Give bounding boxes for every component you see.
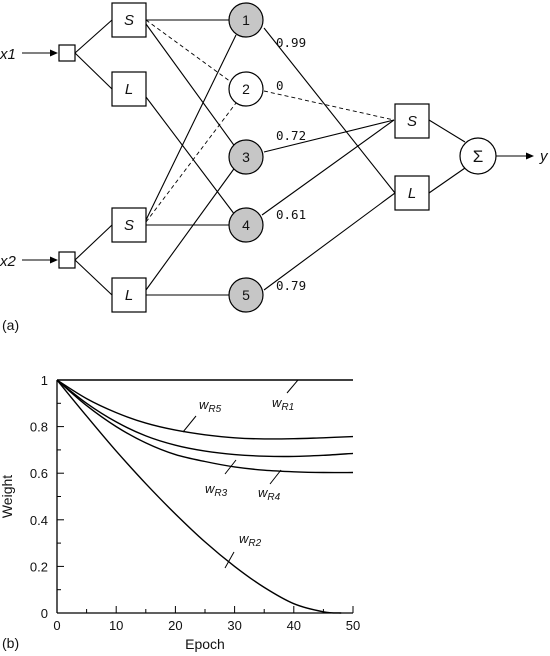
x-tick-label: 10 (109, 618, 123, 633)
output-to-sum-wires (428, 119, 534, 194)
rule-node-2: 2 (228, 71, 264, 107)
panel-a-label: (a) (2, 317, 19, 333)
series-label-wr5: wR5 (199, 397, 222, 415)
svg-text:4: 4 (242, 217, 250, 233)
rule-weight-1: 0.99 (276, 35, 306, 50)
input-mf-s-x2: S (111, 207, 147, 243)
panel-b-label: (b) (2, 635, 19, 651)
rule-node-4: 4 (228, 207, 264, 243)
output-mf-s: S (394, 103, 430, 139)
rule-node-5: 5 (228, 277, 264, 313)
output-mf-l: L (394, 175, 430, 211)
svg-text:S: S (124, 217, 134, 234)
chart-series (56, 379, 354, 614)
panel-a-network: S L S L 1 2 3 4 (0, 2, 549, 333)
input-arrows (22, 49, 58, 264)
series-leader-wr2 (224, 551, 235, 569)
input-to-mf-wires (74, 19, 113, 296)
x-tick-label: 40 (287, 618, 301, 633)
svg-text:S: S (407, 113, 417, 130)
svg-text:1: 1 (242, 12, 250, 28)
y-tick-label: 0.6 (30, 466, 48, 481)
x-tick-label: 0 (53, 618, 60, 633)
input-mf-s-x1: S (111, 2, 147, 38)
y-tick-label: 0.4 (30, 513, 48, 528)
y-axis-title: Weight (0, 475, 15, 518)
series-label-wr1: wR1 (272, 395, 294, 413)
svg-text:L: L (125, 81, 133, 98)
chart-series-labels: wR1 wR5 wR3 wR4 wR2 (182, 379, 299, 569)
y-tick-label: 0.8 (30, 420, 48, 435)
rule-node-1: 1 (228, 2, 264, 38)
input-node-x1 (58, 44, 76, 62)
svg-text:L: L (408, 185, 416, 202)
rule-weight-2: 0 (276, 78, 284, 93)
series-line-wr5 (56, 379, 354, 440)
series-label-wr3: wR3 (205, 481, 228, 499)
mf-to-rule-wires (145, 19, 237, 296)
svg-text:S: S (124, 12, 134, 29)
series-label-wr4: wR4 (258, 485, 281, 503)
input-mf-l-x1: L (111, 71, 147, 107)
series-leader-wr4 (269, 469, 282, 485)
series-leader-wr5 (182, 415, 197, 433)
rule-weight-3: 0.72 (276, 128, 306, 143)
x-axis-title: Epoch (185, 636, 225, 652)
x-tick-label: 50 (346, 618, 360, 633)
sum-node: Σ (459, 137, 497, 175)
svg-text:L: L (125, 287, 133, 304)
svg-text:3: 3 (242, 149, 250, 165)
svg-text:2: 2 (242, 81, 250, 97)
y-tick-label: 1 (41, 373, 48, 388)
series-line-wr2 (56, 379, 342, 614)
y-tick-label: 0.2 (30, 559, 48, 574)
rule-to-output-wires (261, 27, 396, 291)
chart-axes: 0 10 20 30 40 50 0 0.2 0.4 0.6 0.8 1 (30, 373, 360, 633)
x-tick-label: 20 (168, 618, 182, 633)
input-label-x1: x1 (0, 46, 16, 63)
rule-weight-5: 0.79 (276, 278, 306, 293)
svg-text:Σ: Σ (473, 147, 484, 166)
x-tick-label: 30 (227, 618, 241, 633)
y-tick-label: 0 (41, 606, 48, 621)
input-label-x2: x2 (0, 253, 17, 270)
rule-node-3: 3 (228, 139, 264, 175)
series-line-wr4 (56, 379, 354, 474)
series-label-wr2: wR2 (239, 531, 262, 549)
series-leader-wr1 (286, 379, 299, 394)
series-line-wr3 (56, 379, 354, 458)
input-mf-l-x2: L (111, 277, 147, 313)
input-node-x2 (58, 251, 76, 269)
series-leader-wr3 (224, 459, 237, 475)
output-label-y: y (539, 148, 549, 165)
svg-text:5: 5 (242, 287, 250, 303)
rule-weight-4: 0.61 (276, 207, 306, 222)
